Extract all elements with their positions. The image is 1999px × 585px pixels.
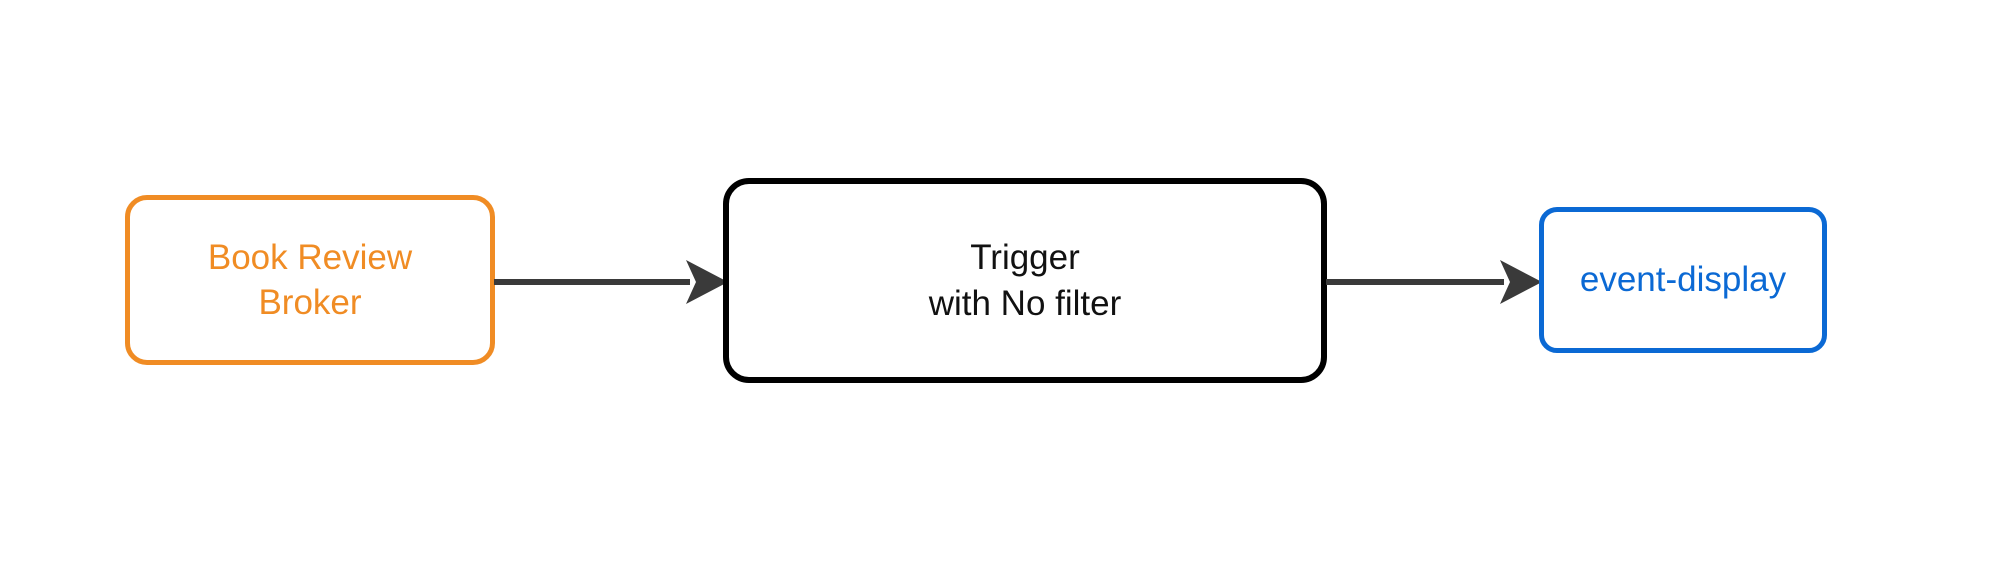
edge-trigger-to-sink <box>1326 260 1542 304</box>
edge-source-to-trigger-arrowhead-icon <box>686 260 728 304</box>
edge-source-to-trigger <box>494 260 728 304</box>
node-trigger-with-no-filter[interactable]: Trigger with No filter <box>723 178 1327 383</box>
node-trigger-with-no-filter-label: Trigger with No filter <box>928 238 1122 323</box>
node-event-display-label: event-display <box>1579 260 1787 300</box>
node-event-display[interactable]: event-display <box>1539 207 1827 353</box>
node-book-review-broker[interactable]: Book Review Broker <box>125 195 495 365</box>
edge-trigger-to-sink-arrowhead-icon <box>1500 260 1542 304</box>
node-book-review-broker-label: Book Review Broker <box>207 237 413 323</box>
